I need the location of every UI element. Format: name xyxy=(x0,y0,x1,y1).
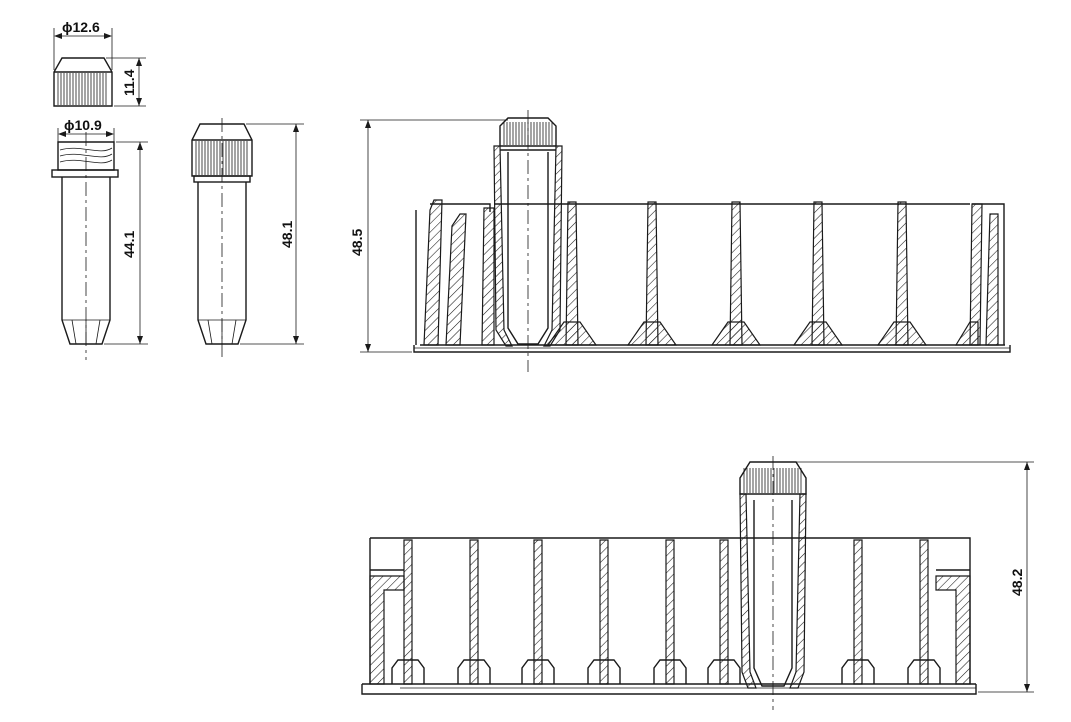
column-wall xyxy=(403,539,413,685)
dim-thread-diameter: ϕ10.9 xyxy=(64,117,102,133)
dim-rack-front-height: 48.2 xyxy=(1009,569,1025,596)
cap-grip-ribs xyxy=(195,141,248,175)
column-wall xyxy=(853,539,863,685)
pocket-foot xyxy=(792,321,844,346)
dim-tube-with-cap-length: 48.1 xyxy=(279,221,295,248)
column-wall xyxy=(919,539,929,685)
rack-side-section: 48.5 xyxy=(349,110,1011,372)
column-wall xyxy=(665,539,675,685)
column-foot xyxy=(841,659,875,684)
column-foot xyxy=(521,659,555,684)
column-wall xyxy=(719,539,729,685)
column-wall xyxy=(599,539,609,685)
cap-grip-ribs xyxy=(743,468,802,493)
tube-with-cap-view: 48.1 xyxy=(191,118,304,360)
cap-grip-ribs xyxy=(503,122,553,145)
column-foot xyxy=(391,659,425,684)
rack-column-walls xyxy=(391,539,941,685)
cap-grip-ribs xyxy=(57,73,107,105)
pocket-foot xyxy=(626,321,678,346)
column-foot xyxy=(707,659,741,684)
dim-cap-height: 11.4 xyxy=(121,69,137,96)
dim-cap-diameter: ϕ12.6 xyxy=(62,19,100,35)
column-foot xyxy=(587,659,621,684)
dim-tube-length: 44.1 xyxy=(121,231,137,258)
rack-pocket-walls xyxy=(494,201,979,346)
column-wall xyxy=(533,539,543,685)
column-foot xyxy=(907,659,941,684)
dim-rack-side-height: 48.5 xyxy=(349,229,365,256)
pocket-foot xyxy=(710,321,762,346)
pocket-foot xyxy=(876,321,928,346)
cap-view: ϕ12.6 11.4 xyxy=(53,19,146,107)
column-foot xyxy=(457,659,491,684)
column-wall xyxy=(469,539,479,685)
tube-view: ϕ10.9 44.1 xyxy=(51,117,148,360)
column-foot xyxy=(653,659,687,684)
rack-front-section: 48.2 xyxy=(361,456,1034,710)
